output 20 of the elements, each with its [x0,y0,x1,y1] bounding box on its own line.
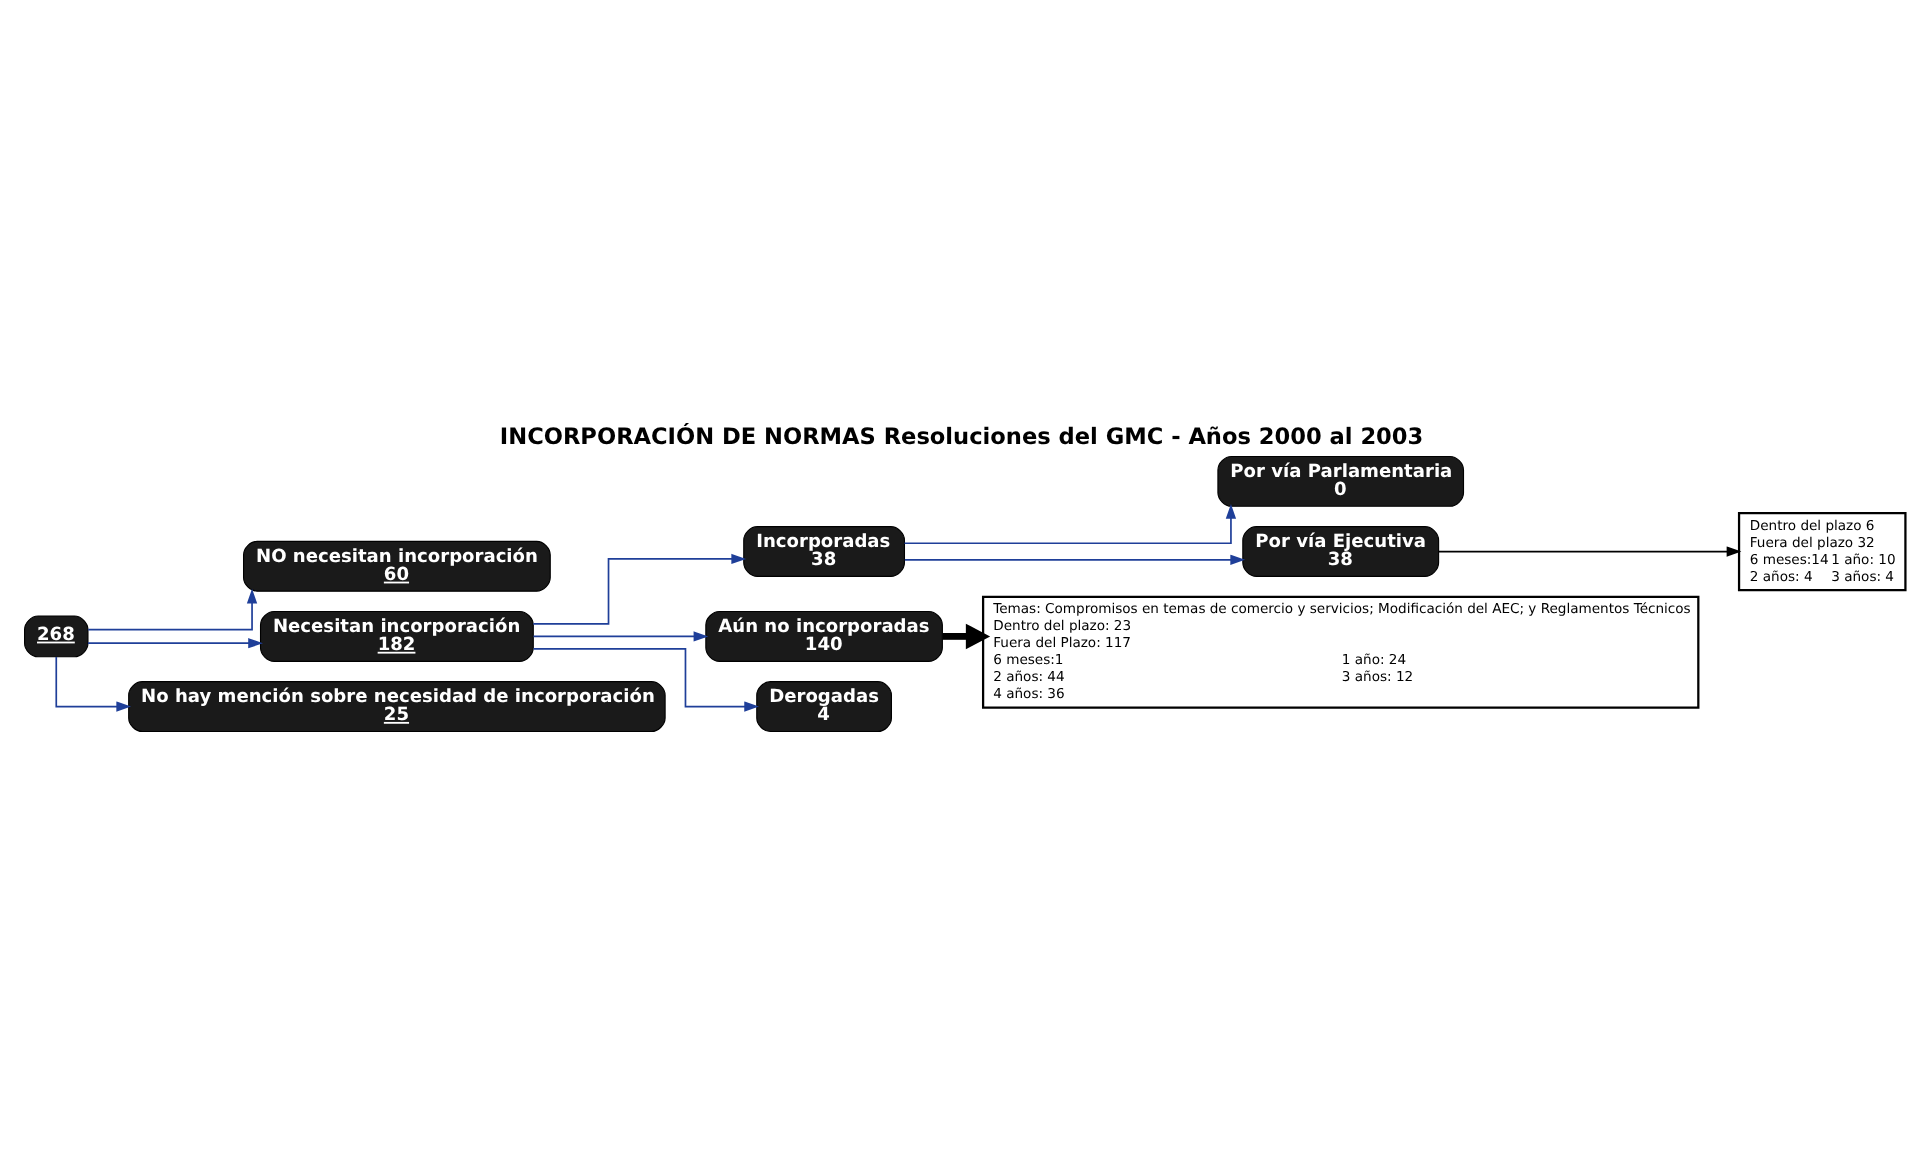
node-box: No hay mención sobre necesidad de incorporación 25 [128,680,666,732]
arrow [532,647,759,711]
arrow [532,552,747,624]
arrow [87,637,263,648]
node-box: Derogadas 4 [756,680,892,732]
arrow [903,502,1237,544]
node-box: Necesitan incorporación 182 [259,609,534,661]
arrow [1437,545,1742,556]
node-box: Por vía Ejecutiva 38 [1242,525,1440,576]
diagram-title: INCORPORACIÓN DE NORMAS Resoluciones del GMC - Años 2000 al 2003 [499,423,1424,450]
arrow [532,630,709,641]
arrow [942,622,991,649]
arrow [904,553,1246,564]
node-box: Por vía Parlamentaria 0 [1217,454,1465,506]
node-box: NO necesitan incorporación 60 [243,539,551,591]
arrow [55,655,132,711]
arrow [87,587,258,630]
node-box: Incorporadas 38 [743,525,906,576]
node-box: Aún no incorporadas 140 [705,609,943,661]
node-box: 268 [24,614,89,657]
